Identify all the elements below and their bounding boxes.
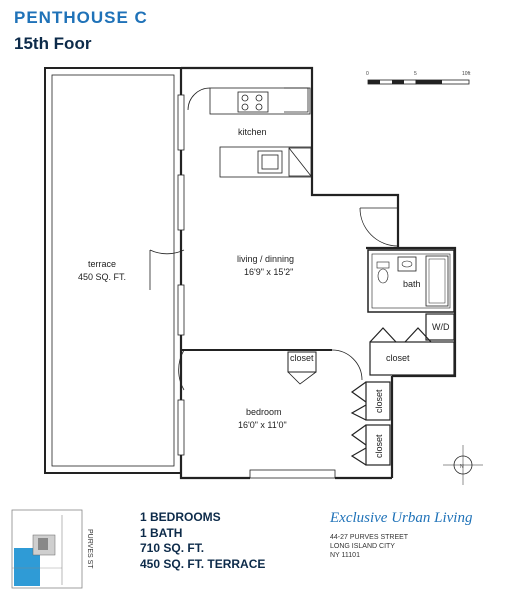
spec-bath: 1 BATH (140, 525, 183, 540)
room-label-closet-vertical-1: closet (374, 389, 384, 413)
room-label-terrace: terrace (88, 259, 116, 269)
room-label-closet-bedroom: closet (290, 353, 314, 363)
room-size-terrace: 450 SQ. FT. (78, 272, 126, 282)
room-label-living: living / dinning (237, 254, 294, 264)
unit-title: PENTHOUSE C (14, 8, 148, 27)
room-label-bedroom: bedroom (246, 407, 282, 417)
compass: N (443, 445, 483, 485)
keyplan-street-label: PURVES ST (86, 529, 93, 569)
room-label-bath: bath (403, 279, 421, 289)
floor-label: 15th Foor (14, 34, 92, 53)
scale-tick-0: 0 (366, 71, 369, 77)
brand-address: 44-27 PURVES STREET LONG ISLAND CITY NY … (330, 533, 472, 560)
entry-door (359, 207, 399, 247)
spec-terrace: 450 SQ. FT. TERRACE (140, 556, 266, 571)
room-size-living: 16'9" x 15'2" (244, 267, 293, 277)
brand-address-line-1: 44-27 PURVES STREET (330, 534, 409, 541)
kitchen-fixtures (187, 87, 313, 178)
room-size-bedroom: 16'0" x 11'0" (238, 420, 287, 430)
terrace-area (44, 67, 182, 474)
scale-bar: 0 5 10ft (366, 71, 471, 85)
brand-address-line-3: NY 11101 (330, 552, 360, 559)
unit-specs: 1 BEDROOMS 1 BATH 710 SQ. FT. 450 SQ. FT… (140, 510, 265, 572)
room-label-closet-right: closet (386, 353, 410, 363)
bath-room (367, 249, 455, 313)
spec-area: 710 SQ. FT. (140, 541, 205, 555)
closets-right (350, 313, 455, 466)
room-label-kitchen: kitchen (238, 127, 267, 137)
key-plan: PURVES ST (11, 509, 93, 589)
spec-bedrooms: 1 BEDROOMS (140, 510, 221, 524)
terrace-openings (149, 94, 185, 456)
scale-tick-10: 10ft (462, 71, 471, 77)
compass-north-letter: N (460, 464, 464, 470)
scale-tick-5: 5 (414, 71, 417, 77)
room-label-closet-vertical-2: closet (374, 434, 384, 458)
brand-block: Exclusive Urban Living 44-27 PURVES STRE… (330, 510, 472, 560)
brand-name: Exclusive Urban Living (330, 510, 473, 526)
brand-address-line-2: LONG ISLAND CITY (330, 543, 395, 550)
unit-walls (179, 66, 457, 480)
room-label-wd: W/D (432, 322, 450, 332)
bedroom-walls (181, 349, 363, 480)
